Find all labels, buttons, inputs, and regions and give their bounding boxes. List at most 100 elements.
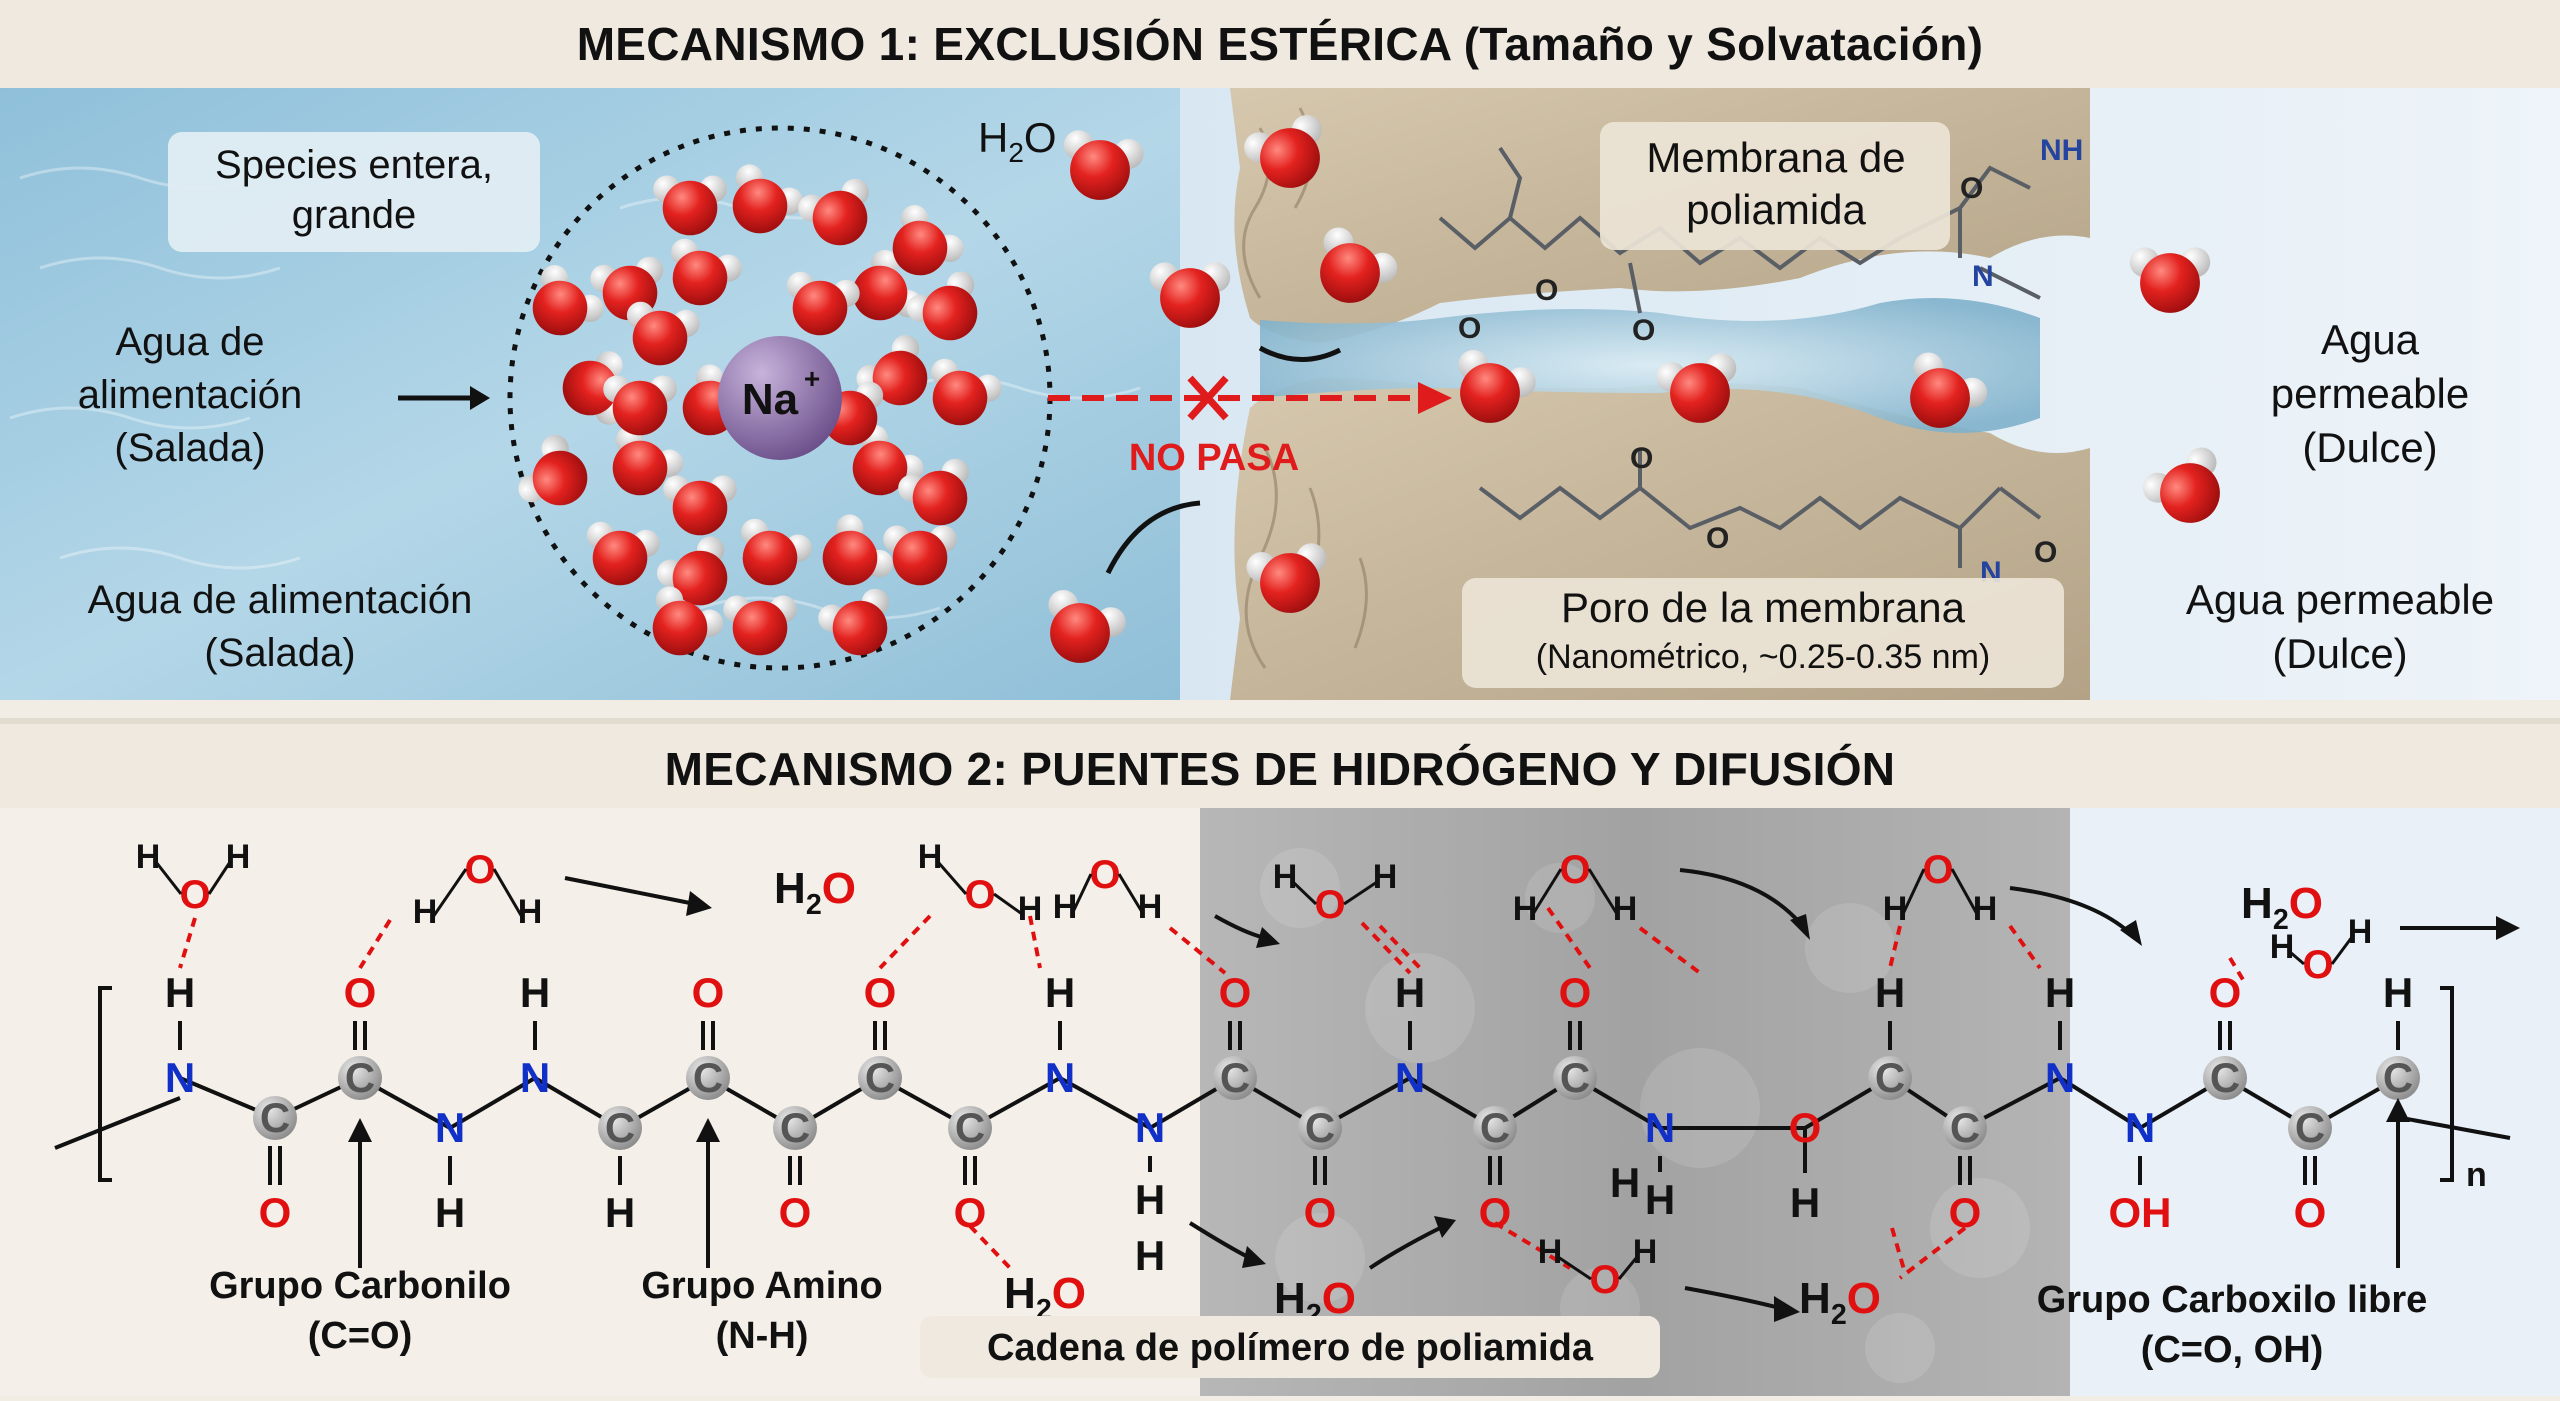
permeate-label-line2: permeable (2271, 370, 2469, 417)
water-oxygen: O (1922, 848, 1953, 892)
carbon-atom: C (2383, 1054, 2413, 1101)
carbon-atom-ball (1213, 1056, 1257, 1100)
water-molecule (671, 238, 742, 306)
svg-text:NH: NH (2040, 134, 2083, 167)
carbon-atom-ball (1943, 1106, 1987, 1150)
steric-exclusion-panel: O O O NH O N O O N O Species entera, gra… (0, 88, 2560, 700)
flow-arrow-upper (1258, 345, 1342, 362)
hydrogen-bond (1028, 915, 1042, 969)
oxygen-atom: O (1789, 1104, 1822, 1151)
svg-text:O: O (1632, 314, 1655, 347)
carbon-atom-ball (948, 1106, 992, 1150)
nitrogen-atom: N (1645, 1104, 1675, 1151)
water-molecule (798, 178, 869, 246)
polymer-background (0, 808, 1200, 1396)
hydrogen-atom: H (1645, 1176, 1675, 1223)
carbon-atom-ball (773, 1106, 817, 1150)
oxygen-atom: O (2209, 969, 2242, 1016)
membrane-label-line2: poliamida (1686, 186, 1866, 233)
water-molecule (1063, 130, 1144, 200)
water-molecule (663, 475, 737, 536)
left-bracket (98, 986, 112, 1182)
oxygen-atom: O (1479, 1189, 1512, 1236)
carbon-atom: C (1220, 1054, 1250, 1101)
oxygen-atom: O (259, 1189, 292, 1236)
water-molecule (518, 434, 588, 506)
water-molecule (626, 301, 700, 366)
carbon-atom: C (1950, 1104, 1980, 1151)
chain-right-end (2401, 1116, 2511, 1140)
water-hydrogen: H (1973, 890, 1998, 928)
water-hydrogen: H (1018, 890, 1043, 928)
amino-label-line1: Grupo Amino (641, 1265, 882, 1307)
hydrogen-atom: H (1045, 969, 1075, 1016)
water-molecule (612, 426, 684, 496)
sodium-ion-symbol: Na (742, 375, 799, 424)
carbon-atom: C (693, 1054, 723, 1101)
water-molecule (653, 175, 727, 236)
carbon-atom: C (605, 1104, 635, 1151)
feed-label-2-line1: Agua de alimentación (88, 578, 473, 622)
hydrogen-bond (1890, 1227, 1907, 1274)
carbon-atom: C (1875, 1054, 1905, 1101)
chain-label-box (920, 1316, 1660, 1378)
polyamide-structure-atoms: O O O NH O N O O N O (1458, 134, 2083, 589)
water-molecule (532, 265, 604, 336)
oxygen-atom: O (344, 969, 377, 1016)
pore-label-box (1462, 578, 2064, 688)
water-hydrogen: H (1273, 858, 1298, 896)
oxygen-atom: O (1304, 1189, 1337, 1236)
water-molecule (2129, 247, 2211, 313)
carbon-atom: C (955, 1104, 985, 1151)
right-bracket (2440, 986, 2454, 1182)
hydrogen-bond (1168, 926, 1227, 975)
carboxyl-label-line2: (C=O, OH) (2141, 1329, 2324, 1371)
water-hydrogen: H (226, 838, 251, 876)
carboxyl-label-line1: Grupo Carboxilo libre (2037, 1279, 2428, 1321)
nitrogen-atom: N (2045, 1054, 2075, 1101)
carbon-atom: C (865, 1054, 895, 1101)
svg-text:O: O (2034, 536, 2057, 569)
carbon-atom: C (260, 1094, 290, 1141)
carbon-atom-ball (1298, 1106, 1342, 1150)
hydrogen-atom: H (1875, 969, 1905, 1016)
hydrogen-atom: H (1135, 1176, 1165, 1223)
water-molecule (656, 536, 728, 606)
water-hydrogen: H (1633, 1233, 1658, 1271)
water-molecule (1048, 589, 1126, 663)
carbonyl-label-line2: (C=O) (308, 1315, 413, 1357)
oxygen-atom: O (1949, 1189, 1982, 1236)
oxygen-atom: OH (2109, 1189, 2172, 1236)
carbon-atom-ball (858, 1056, 902, 1100)
hydrogen-bond (1546, 906, 1592, 970)
hydrogen-bond (1898, 1226, 1967, 1280)
arrow-heads (348, 891, 2520, 1322)
carbon-atom-ball (2203, 1056, 2247, 1100)
free-water-molecules (1048, 114, 2220, 663)
pore-label-line1: Poro de la membrana (1561, 584, 1966, 631)
water-molecule: OHH (918, 838, 1043, 928)
carbon-atom: C (780, 1104, 810, 1151)
water-hydrogen: H (918, 838, 943, 876)
carbonyl-label-line1: Grupo Carbonilo (209, 1265, 511, 1307)
water-molecule (1910, 352, 1988, 428)
water-molecule (786, 271, 860, 336)
hydrogen-bond (1360, 921, 1412, 975)
polyamide-structure-bottom (1478, 448, 2042, 568)
single-bond (2058, 1076, 2142, 1130)
nitrogen-atom: N (1135, 1104, 1165, 1151)
water-molecule (906, 271, 978, 341)
hydrogen-bond (1493, 1221, 1572, 1270)
svg-text:O: O (1706, 522, 1729, 555)
blocked-label: NO PASA (1129, 437, 1299, 479)
amino-label-line2: (N-H) (716, 1315, 809, 1357)
hydrogen-atom: H (2383, 969, 2413, 1016)
nitrogen-atom: N (165, 1054, 195, 1101)
mechanism-2-title: MECANISMO 2: PUENTES DE HIDRÓGENO Y DIFU… (0, 718, 2560, 814)
carbon-atom-ball (338, 1056, 382, 1100)
feed-label-line3: (Salada) (114, 426, 265, 470)
